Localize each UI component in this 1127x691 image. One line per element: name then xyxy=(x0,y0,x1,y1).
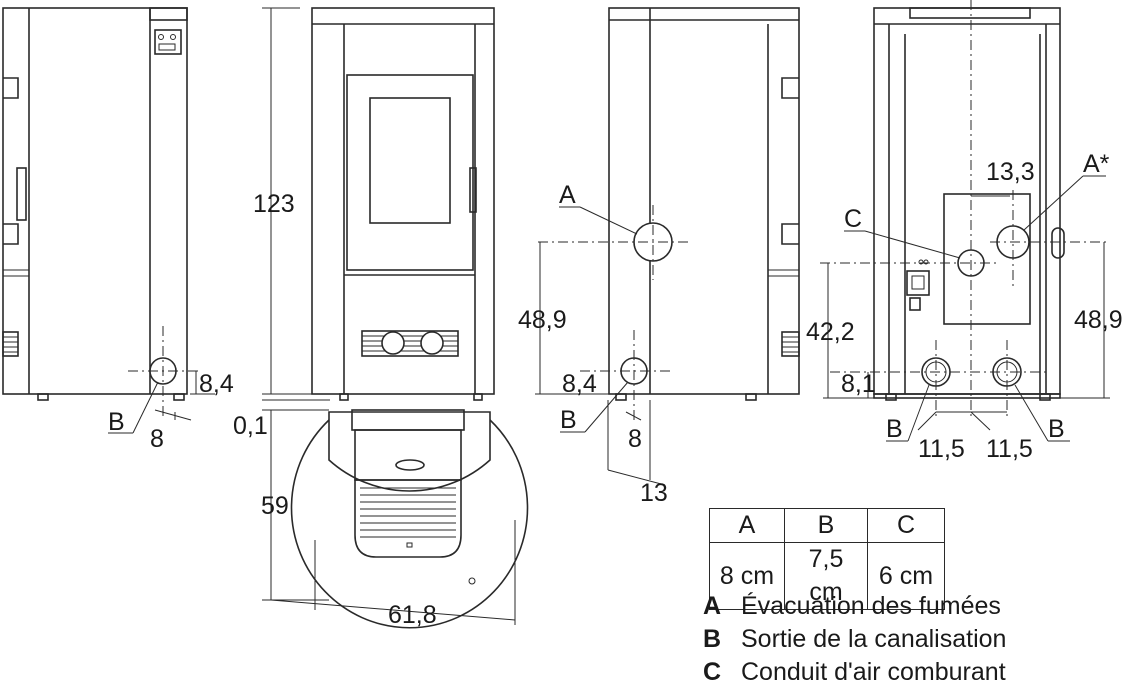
table-header-b: B xyxy=(784,508,868,543)
dim-side-b-offset: 8 xyxy=(150,425,164,453)
rear-side-view xyxy=(535,7,800,486)
dim-height-total: 123 xyxy=(253,190,295,218)
callout-a-star-back: A* xyxy=(1083,150,1110,178)
callout-b-back-right: B xyxy=(1048,415,1065,443)
legend-item-b: B Sortie de la canalisation xyxy=(703,623,1006,656)
dim-back-a-height: 48,9 xyxy=(1074,306,1123,334)
dim-back-b-height: 8,1 xyxy=(841,370,876,398)
legend-key: B xyxy=(703,625,722,653)
dim-rear-depth: 13 xyxy=(640,479,668,507)
callout-b-back-left: B xyxy=(886,415,903,443)
glass-window-icon xyxy=(369,97,451,224)
dim-depth: 59 xyxy=(261,492,289,520)
switch-icon xyxy=(906,270,930,296)
socket-icon xyxy=(909,297,921,311)
dim-back-spacing-right: 11,5 xyxy=(986,435,1033,463)
legend-key: C xyxy=(703,658,722,686)
callout-b-side: B xyxy=(108,408,125,436)
dim-rear-b-height: 8,4 xyxy=(562,370,597,398)
hopper-lid-icon xyxy=(354,429,462,481)
dim-rear-b-offset: 8 xyxy=(628,425,642,453)
front-vent-icon xyxy=(361,330,459,357)
dim-back-c-height: 42,2 xyxy=(806,318,855,346)
legend-key: A xyxy=(703,592,722,620)
side-view xyxy=(2,7,215,434)
table-row: 8 cm 7,5 cm 6 cm xyxy=(709,542,945,610)
vent-grille-icon xyxy=(2,331,19,357)
table-header-a: A xyxy=(709,508,785,543)
dim-base-gap: 0,1 xyxy=(233,412,268,440)
table-value-b: 7,5 cm xyxy=(784,542,868,610)
back-view xyxy=(820,0,1110,442)
table-value-c: 6 cm xyxy=(867,542,945,610)
table-header-row: A B C xyxy=(709,508,945,543)
control-panel-icon xyxy=(154,29,182,55)
legend: A Évacuation des fumées B Sortie de la c… xyxy=(703,590,1006,689)
dim-side-b-height: 8,4 xyxy=(199,370,234,398)
rear-vent-grille-icon xyxy=(781,331,800,357)
legend-text: Sortie de la canalisation xyxy=(741,625,1007,653)
dim-rear-a-height: 48,9 xyxy=(518,306,567,334)
outlet-size-table: A B C 8 cm 7,5 cm 6 cm xyxy=(709,508,945,610)
door-icon xyxy=(346,74,474,271)
front-view xyxy=(262,7,495,401)
ash-grille-icon xyxy=(354,479,462,558)
table-value-a: 8 cm xyxy=(709,542,785,610)
dim-back-spacing-left: 11,5 xyxy=(918,435,965,463)
legend-item-a: A Évacuation des fumées xyxy=(703,590,1006,623)
dim-width: 61,8 xyxy=(388,601,437,629)
rear-panel-icon xyxy=(943,193,1031,325)
callout-a-rear: A xyxy=(559,181,576,209)
legend-item-c: C Conduit d'air comburant xyxy=(703,656,1006,689)
callout-b-rear: B xyxy=(560,406,577,434)
legend-text: Conduit d'air comburant xyxy=(741,658,1006,686)
dim-back-c-offset: 13,3 xyxy=(986,158,1035,186)
callout-c-back: C xyxy=(844,205,862,233)
legend-text: Évacuation des fumées xyxy=(741,592,1001,620)
top-view xyxy=(262,409,529,629)
table-header-c: C xyxy=(867,508,945,543)
